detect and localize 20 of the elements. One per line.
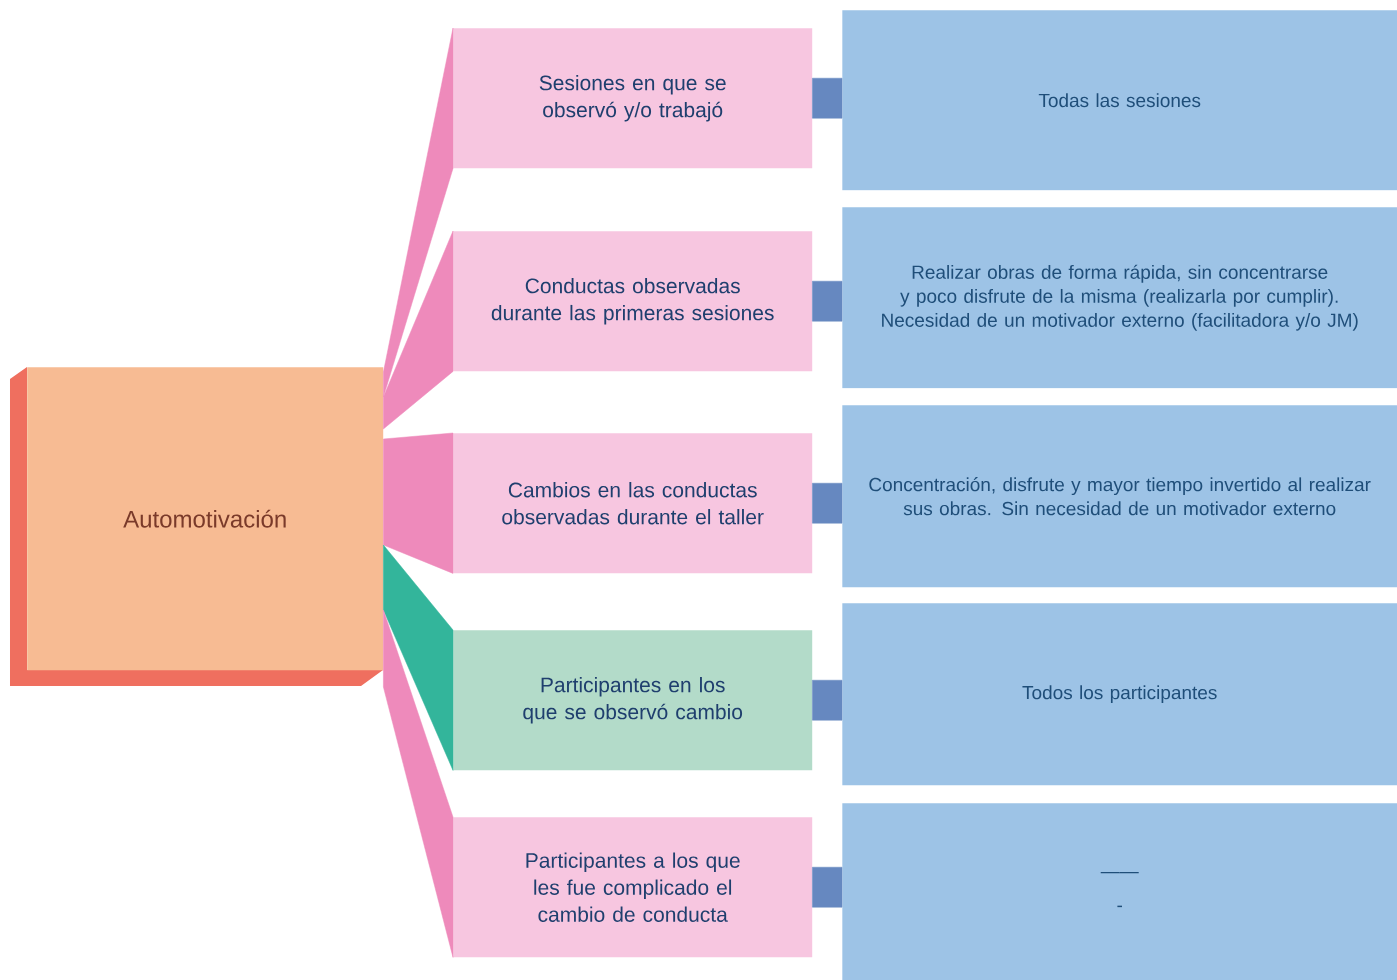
connector-bar: [812, 77, 843, 119]
fan-connector: [383, 432, 454, 574]
result-box: Realizar obras de forma rápida, sin concentrarse y poco disfrute de la misma (realizarla por cumplir). Necesidad de un motivador externo (facilitadora y/o JM): [842, 207, 1397, 389]
category-box: Sesiones en que se observó y/o trabajó: [453, 28, 813, 169]
connector-bar: [812, 866, 843, 908]
category-box: Conductas observadas durante las primeras sesiones: [453, 231, 813, 372]
connector-bar: [812, 280, 843, 322]
result-box: Todos los participantes: [842, 603, 1397, 786]
topic-box: Automotivación: [10, 367, 384, 686]
connector-bar: [812, 482, 843, 524]
fan-connector: [383, 230, 454, 430]
fan-connector: [383, 544, 454, 771]
category-box: Cambios en las conductas observadas durante el taller: [453, 433, 813, 574]
result-box: Concentración, disfrute y mayor tiempo invertido al realizar sus obras. Sin necesidad de un motivador externo: [842, 405, 1397, 588]
result-box: —— -: [842, 803, 1397, 980]
category-box: Participantes en los que se observó cambio: [453, 630, 813, 771]
result-box: Todas las sesiones: [842, 10, 1397, 191]
connector-bar: [812, 679, 843, 721]
category-box: Participantes a los que les fue complicado el cambio de conducta: [453, 817, 813, 958]
fan-connector: [383, 27, 454, 398]
